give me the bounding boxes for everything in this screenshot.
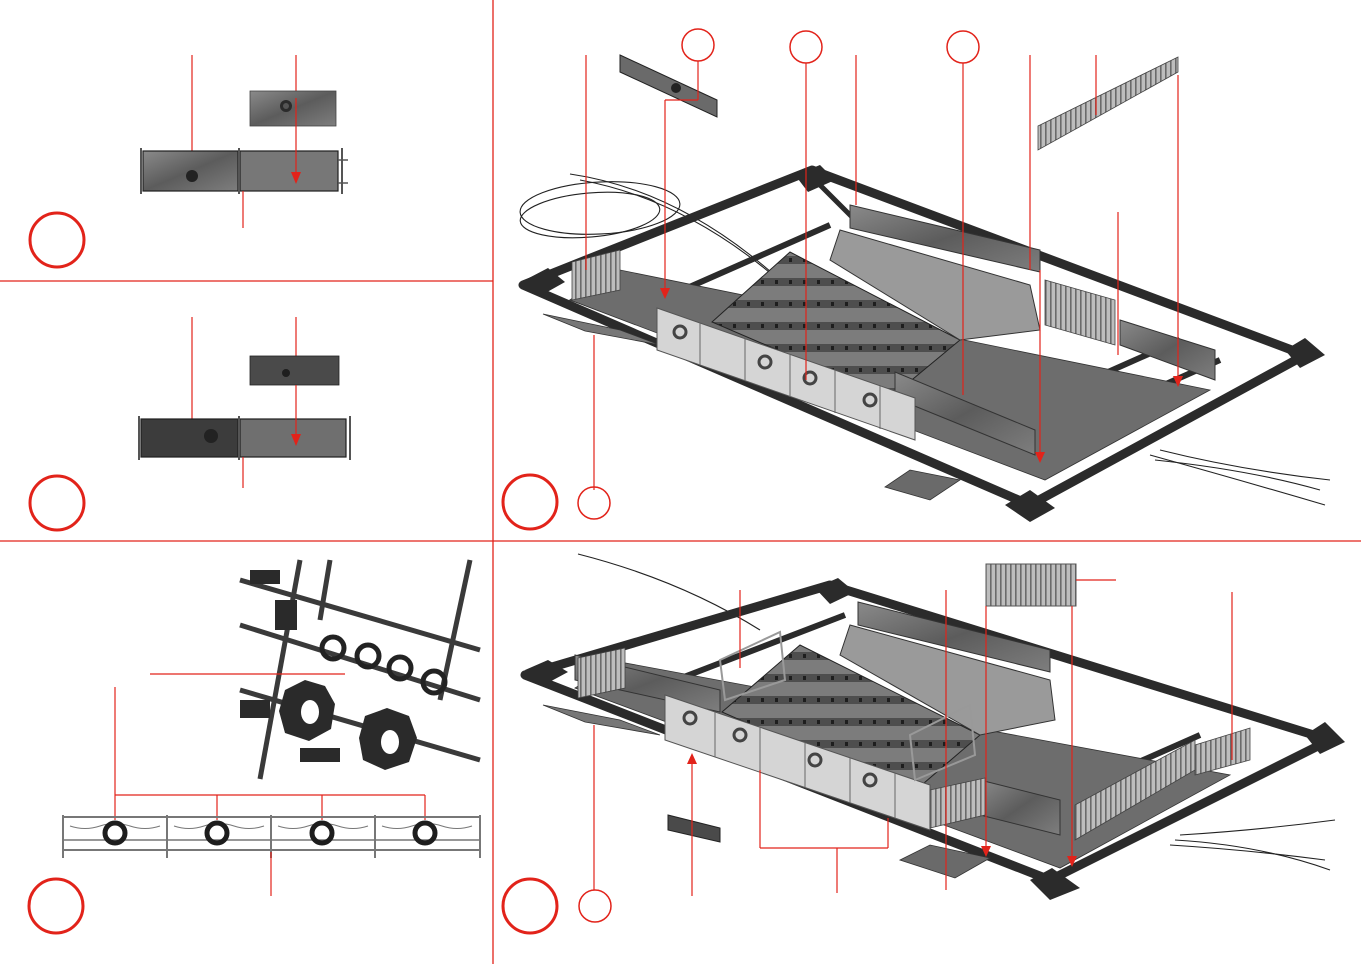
callout-circle-icon bbox=[790, 31, 822, 63]
step-panel-4 bbox=[29, 560, 480, 933]
decor-tile-part bbox=[620, 55, 717, 117]
step-circle-icon bbox=[30, 476, 84, 530]
sprue-photo bbox=[233, 560, 480, 779]
step-panel-2 bbox=[30, 317, 350, 530]
end-railing bbox=[1045, 280, 1115, 345]
fence-panel-part bbox=[139, 416, 350, 460]
step-circle-icon bbox=[503, 475, 557, 529]
callout-circle-icon bbox=[682, 29, 714, 61]
arrow-up-icon bbox=[687, 753, 697, 764]
step-panel-3 bbox=[503, 29, 1330, 529]
step-panel-1 bbox=[30, 55, 348, 267]
callout-circle-icon bbox=[579, 890, 611, 922]
railing-part bbox=[986, 564, 1076, 606]
fence-railing-part bbox=[63, 815, 480, 858]
fence-panel-part bbox=[141, 148, 348, 194]
end-railing bbox=[1195, 728, 1250, 775]
railing-part bbox=[1038, 57, 1178, 150]
step-circle-icon bbox=[30, 213, 84, 267]
step-circle-icon bbox=[503, 879, 557, 933]
callout-circle-icon bbox=[947, 31, 979, 63]
callout-circle-icon bbox=[578, 487, 610, 519]
decor-tile-part bbox=[250, 91, 336, 126]
step-panel-5 bbox=[503, 554, 1345, 933]
decor-tile-part bbox=[668, 815, 720, 842]
side-wall bbox=[1120, 320, 1215, 380]
step-circle-icon bbox=[29, 879, 83, 933]
decor-tile-part bbox=[250, 356, 339, 385]
